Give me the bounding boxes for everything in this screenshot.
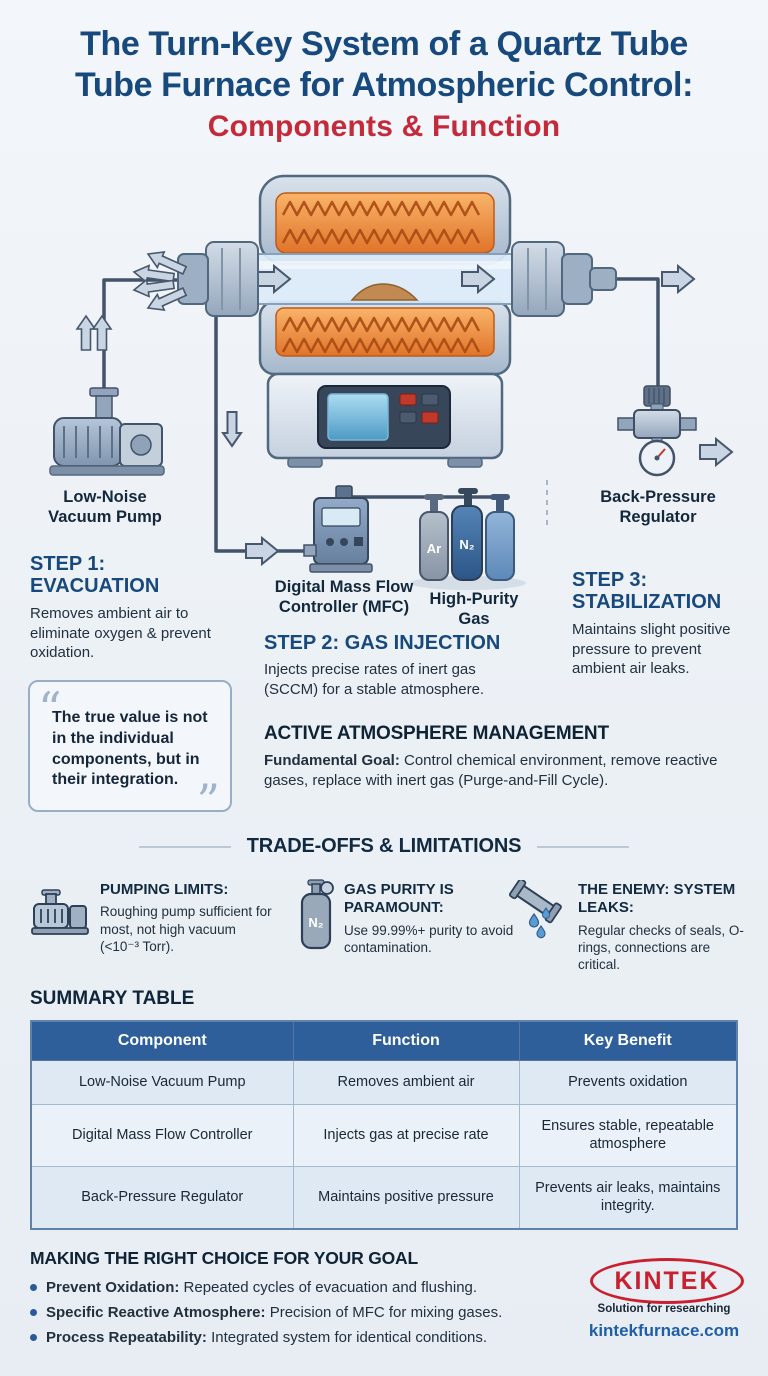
management-body: Fundamental Goal: Control chemical envir… <box>264 751 754 792</box>
table-cell: Back-Pressure Regulator <box>30 1165 294 1230</box>
page-title: The Turn-Key System of a Quartz Tube Tub… <box>0 24 768 106</box>
summary-table: Component Function Key Benefit Low-Noise… <box>30 1020 738 1230</box>
tradeoffs-heading: TRADE-OFFS & LIMITATIONS <box>246 835 522 857</box>
tradeoff-2-body: Use 99.99%+ purity to avoid contaminatio… <box>344 922 514 955</box>
page-subtitle: Components & Function <box>207 109 561 143</box>
step-1-body: Removes ambient air to eliminate oxygen … <box>30 604 211 662</box>
tradeoff-1-title: PUMPING LIMITS: <box>100 881 229 898</box>
choice-rest: Repeated cycles of evacuation and flushi… <box>179 1279 478 1296</box>
choices-heading: MAKING THE RIGHT CHOICE FOR YOUR GOAL <box>30 1248 418 1268</box>
step-2: STEP 2: GAS INJECTION Injects precise ra… <box>264 632 534 700</box>
vacuum-pump-label: Low-Noise Vacuum Pump <box>48 488 162 527</box>
bullet-dot <box>30 1284 37 1291</box>
management-section: ACTIVE ATMOSPHERE MANAGEMENT Fundamental… <box>264 723 754 792</box>
tradeoff-3-body: Regular checks of seals, O-rings, connec… <box>578 922 744 973</box>
quote-box: “ The true value is not in the individua… <box>28 680 232 824</box>
table-cell: Digital Mass Flow Controller <box>30 1103 294 1167</box>
step-3-body: Maintains slight positive pressure to pr… <box>572 620 731 678</box>
step-3: STEP 3: STABILIZATION Maintains slight p… <box>572 569 744 679</box>
kintek-logo: KINTEK <box>590 1258 744 1304</box>
choice-rest: Integrated system for identical conditio… <box>206 1328 488 1346</box>
column-header-benefit: Key Benefit <box>518 1020 738 1061</box>
gas-cylinders-illustration: Ar N₂ <box>410 488 526 590</box>
vacuum-pump-illustration <box>49 387 165 476</box>
tradeoff-item-1: PUMPING LIMITS: Roughing pump sufficient… <box>100 881 272 955</box>
panel-screen <box>327 393 389 441</box>
step-3-heading: STEP 3: STABILIZATION <box>572 569 722 614</box>
table-cell: Prevents oxidation <box>518 1060 738 1105</box>
bullet-dot <box>30 1308 37 1316</box>
management-rest: Control chemical environment, remove rea… <box>264 752 718 790</box>
table-cell: Prevents air leaks, maintains integrity. <box>518 1165 738 1230</box>
pump-icon <box>31 889 89 935</box>
table-row: Back-Pressure Regulator Maintains positi… <box>30 1165 738 1230</box>
management-heading: ACTIVE ATMOSPHERE MANAGEMENT <box>264 723 609 744</box>
tradeoff-2-title: GAS PURITY IS PARAMOUNT: <box>344 881 454 917</box>
rule-right <box>537 845 630 848</box>
cylinder-ar-label: Ar <box>427 541 441 556</box>
step-2-body: Injects precise rates of inert gas (SCCM… <box>264 661 485 699</box>
tube-furnace <box>258 174 512 376</box>
icon-cylinder-label: N₂ <box>308 915 323 930</box>
sample-material <box>350 283 419 301</box>
management-lead: Fundamental Goal: <box>264 752 400 769</box>
choice-lead: Prevent Oxidation: <box>46 1279 180 1296</box>
tradeoff-item-2: GAS PURITY IS PARAMOUNT: Use 99.99%+ pur… <box>344 881 526 956</box>
regulator-label: Back-Pressure Regulator <box>600 488 716 527</box>
quartz-tube <box>177 241 617 317</box>
choice-text: Specific Reactive Atmosphere: Precision … <box>46 1302 502 1324</box>
open-quote-icon: “ <box>38 682 62 736</box>
step-1: STEP 1: EVACUATION Removes ambient air t… <box>30 553 220 663</box>
column-header-component: Component <box>30 1020 294 1061</box>
rule-left <box>138 845 231 848</box>
quote-text: The true value is not in the individual … <box>52 709 208 789</box>
title-line-2: Tube Furnace for Atmospheric Control: <box>74 65 693 104</box>
tradeoff-1-body: Roughing pump sufficient for most, not h… <box>100 904 272 954</box>
table-cell: Injects gas at precise rate <box>292 1103 520 1167</box>
tradeoff-item-3: THE ENEMY: SYSTEM LEAKS: Regular checks … <box>578 881 746 973</box>
choice-item: Specific Reactive Atmosphere: Precision … <box>30 1302 586 1324</box>
table-cell: Removes ambient air <box>292 1060 520 1105</box>
table-cell: Low-Noise Vacuum Pump <box>30 1060 294 1105</box>
title-line-1: The Turn-Key System of a Quartz Tube <box>80 25 688 63</box>
mass-flow-controller-illustration <box>303 485 373 573</box>
step-2-heading: STEP 2: GAS INJECTION <box>264 632 501 654</box>
bullet-dot <box>30 1333 37 1341</box>
back-pressure-regulator-illustration <box>617 385 697 477</box>
mfc-label: Digital Mass Flow Controller (MFC) <box>274 578 414 617</box>
header: The Turn-Key System of a Quartz Tube Tub… <box>0 24 768 144</box>
gas-label: High-Purity Gas <box>429 590 519 629</box>
choice-lead: Specific Reactive Atmosphere: <box>46 1303 266 1321</box>
choice-lead: Process Repeatability: <box>46 1328 207 1346</box>
leak-icon <box>508 880 562 939</box>
choice-text: Process Repeatability: Integrated system… <box>46 1327 487 1349</box>
step-1-heading: STEP 1: EVACUATION <box>30 553 160 598</box>
cylinder-n2-label: N₂ <box>459 537 474 552</box>
website-link[interactable]: kintekfurnace.com <box>588 1321 740 1340</box>
choices-section: MAKING THE RIGHT CHOICE FOR YOUR GOAL Pr… <box>30 1248 586 1351</box>
column-header-function: Function <box>292 1020 520 1061</box>
table-row: Low-Noise Vacuum Pump Removes ambient ai… <box>30 1060 738 1105</box>
control-panel <box>266 372 504 468</box>
summary-heading: SUMMARY TABLE <box>30 988 195 1009</box>
choice-text: Prevent Oxidation: Repeated cycles of ev… <box>46 1277 477 1299</box>
gas-cylinder-icon: N₂ <box>300 879 334 950</box>
logo-tagline: Solution for researching <box>597 1303 731 1315</box>
logo-text: KINTEK <box>614 1266 720 1295</box>
choice-rest: Precision of MFC for mixing gases. <box>265 1303 503 1321</box>
close-quote-icon: ” <box>196 774 220 829</box>
table-row: Digital Mass Flow Controller Injects gas… <box>30 1103 738 1167</box>
tradeoff-3-title: THE ENEMY: SYSTEM LEAKS: <box>578 881 736 917</box>
tradeoffs-header: TRADE-OFFS & LIMITATIONS <box>0 835 768 858</box>
choice-item: Prevent Oxidation: Repeated cycles of ev… <box>30 1277 586 1299</box>
table-cell: Maintains positive pressure <box>292 1165 520 1230</box>
table-header-row: Component Function Key Benefit <box>30 1020 738 1061</box>
choice-item: Process Repeatability: Integrated system… <box>30 1327 586 1349</box>
table-cell: Ensures stable, repeatable atmosphere <box>518 1103 738 1167</box>
